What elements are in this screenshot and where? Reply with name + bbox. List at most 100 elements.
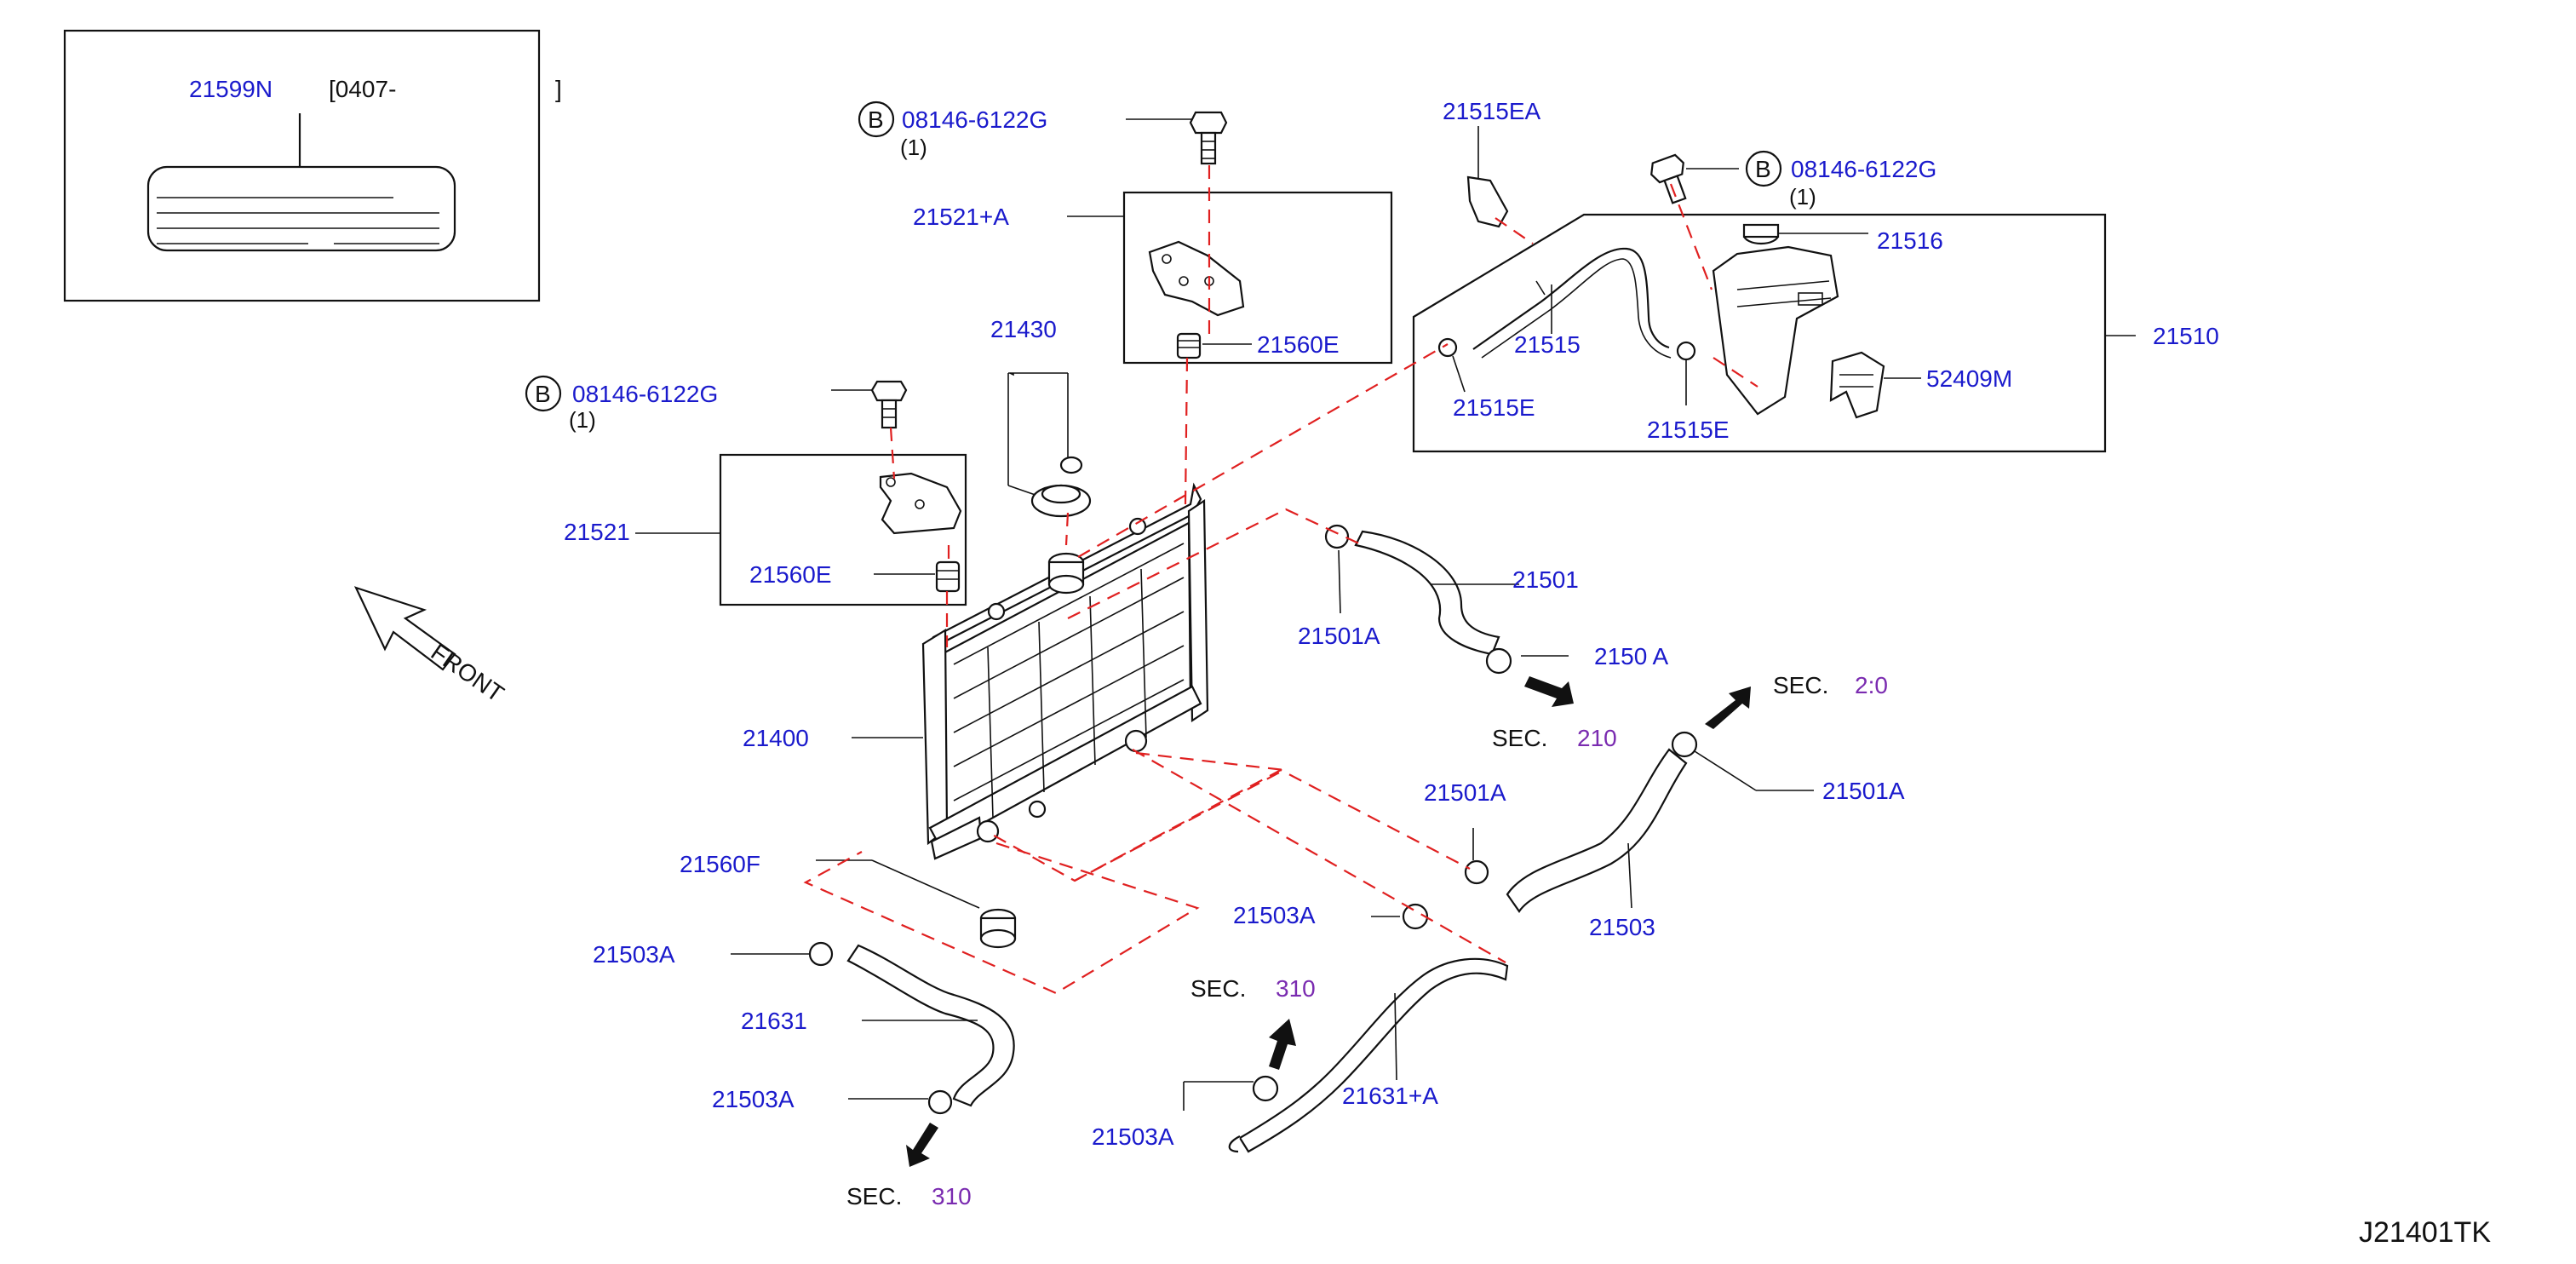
bolt-callout-top: B 08146-6122G (1) (858, 101, 1228, 165)
section-prefix: SEC. (1190, 975, 1246, 1002)
bolt-icon (1189, 111, 1228, 165)
hose-clamp-icon (1485, 647, 1512, 675)
upper-hose-icon (1354, 530, 1500, 656)
part-label-21631[interactable]: 21631 (741, 1008, 807, 1034)
radiator-outlet-icon (1124, 729, 1148, 753)
part-label-21560e-top[interactable]: 21560E (1257, 331, 1340, 358)
part-label-21430[interactable]: 21430 (990, 316, 1057, 342)
part-label-21400[interactable]: 21400 (743, 725, 809, 751)
bracket-21521-frame (719, 453, 967, 606)
section-number[interactable]: 210 (1577, 725, 1617, 751)
hose-21631a-group: 21503A 21631+A 21503A SEC. 310 (1092, 902, 1509, 1153)
section-prefix: SEC. (1773, 672, 1828, 698)
hose-clamp-icon (1252, 1075, 1279, 1102)
hose-clamp-icon (927, 1089, 953, 1115)
part-label-21501a-mid[interactable]: 21501A (1424, 779, 1506, 806)
hose-21631a-icon (1238, 957, 1509, 1153)
bolt-marker-circle (1745, 150, 1782, 187)
hose-clamp-icon (1402, 903, 1429, 930)
radiator-fitting-icon (987, 602, 1006, 621)
bolt-part-number[interactable]: 08146-6122G (902, 106, 1047, 133)
section-ref-210-a[interactable]: SEC. 210 (1492, 725, 1617, 751)
lower-right-hose-group: SEC. 2:0 21501A 21501A 21503 (1424, 672, 1905, 940)
radiator-fitting-icon (1128, 517, 1147, 536)
bracket-21521-group: 21521 21560E (564, 453, 967, 606)
hose-clamp-icon (808, 941, 834, 967)
hose-clamp-icon (1464, 859, 1489, 885)
hose-clamp-icon (1437, 337, 1458, 358)
bolt-part-number[interactable]: 08146-6122G (572, 381, 718, 407)
part-label-21516[interactable]: 21516 (1877, 227, 1943, 254)
part-label-21521[interactable]: 21521 (564, 519, 630, 545)
part-label-21515[interactable]: 21515 (1514, 331, 1581, 358)
hose-21631-icon (846, 944, 1015, 1107)
part-label-21560f[interactable]: 21560F (680, 851, 760, 877)
part-label-52409m[interactable]: 52409M (1926, 365, 2012, 392)
bolt-icon (1650, 153, 1687, 204)
reservoir-group: 21510 B 08146-6122G (1) 21515EA 21516 (1412, 98, 2219, 453)
part-label-21515e-left[interactable]: 21515E (1453, 394, 1535, 421)
label-plate-date-end: ] (555, 76, 562, 102)
bracket-icon (1148, 240, 1245, 317)
section-arrow-icon (1524, 676, 1574, 707)
bolt-icon (870, 380, 908, 429)
front-direction-arrow: FRONT (353, 586, 509, 708)
bolt-marker-letter: B (1755, 156, 1771, 182)
bracket-21521a-group: 21521+A 21560E (913, 191, 1393, 365)
lower-hose-icon (1506, 748, 1688, 913)
part-label-21503a-1[interactable]: 21503A (593, 941, 675, 968)
bolt-marker-circle (858, 101, 895, 138)
part-label-21501a-left[interactable]: 21501A (1298, 623, 1380, 649)
front-label: FRONT (427, 639, 509, 708)
bolt-marker-letter: B (868, 106, 884, 133)
part-label-21501a-fragment[interactable]: 2150 A (1594, 643, 1669, 669)
mount-21560f-group: 21560F (680, 851, 1017, 949)
part-label-21503a-3[interactable]: 21503A (1233, 902, 1316, 928)
radiator-core (921, 482, 1209, 860)
radiator-fins (953, 543, 1185, 819)
part-label-21521a[interactable]: 21521+A (913, 204, 1009, 230)
section-number[interactable]: 310 (1276, 975, 1316, 1002)
reservoir-group-frame (1412, 213, 2107, 453)
part-label-21560e[interactable]: 21560E (749, 561, 832, 588)
reservoir-tank-icon (1712, 245, 1839, 416)
section-prefix: SEC. (846, 1183, 902, 1209)
part-label-21503a-4[interactable]: 21503A (1092, 1123, 1174, 1150)
section-number[interactable]: 310 (932, 1183, 972, 1209)
label-plate-icon (146, 165, 456, 252)
section-arrow-icon (1705, 687, 1751, 729)
part-label-21510[interactable]: 21510 (2153, 323, 2219, 349)
part-label-21631a[interactable]: 21631+A (1342, 1083, 1438, 1109)
label-plate-part-number[interactable]: 21599N (189, 76, 273, 102)
diagram-code: J21401TK (2359, 1216, 2491, 1249)
bolt-marker-circle (525, 375, 562, 412)
label-plate-frame (63, 29, 541, 302)
bolt-quantity: (1) (1789, 184, 1816, 210)
section-ref-310-a[interactable]: SEC. 310 (846, 1183, 972, 1209)
radiator-cap-icon (1030, 484, 1092, 518)
rubber-mount-icon (979, 908, 1017, 949)
part-label-21515ea[interactable]: 21515EA (1443, 98, 1541, 124)
reference-lines (803, 165, 1758, 995)
section-ref-310-b[interactable]: SEC. 310 (1190, 975, 1316, 1002)
part-label-21501[interactable]: 21501 (1512, 566, 1579, 593)
section-ref-210-b[interactable]: SEC. 2:0 (1773, 672, 1888, 698)
reservoir-cap-icon (1742, 223, 1780, 245)
part-label-21501a-right[interactable]: 21501A (1822, 778, 1905, 804)
section-number[interactable]: 2:0 (1855, 672, 1888, 698)
part-label-21515e-right[interactable]: 21515E (1647, 417, 1730, 443)
bolt-quantity: (1) (569, 407, 596, 433)
bracket-icon (879, 472, 962, 535)
radiator-drain-icon (976, 819, 1000, 843)
part-label-21503a-2[interactable]: 21503A (712, 1086, 795, 1112)
part-label-21503[interactable]: 21503 (1589, 914, 1655, 940)
hose-21631-group: 21503A 21631 21503A SEC. 310 (593, 941, 1015, 1209)
overflow-hose-icon (1472, 247, 1672, 359)
bolt-part-number[interactable]: 08146-6122G (1791, 156, 1936, 182)
reservoir-bracket-icon (1829, 351, 1885, 419)
bolt-marker-letter: B (535, 381, 551, 407)
label-plate-date-range: [0407- (329, 76, 396, 102)
seal-ring-icon (1059, 456, 1083, 474)
hose-clamp-icon (1676, 341, 1696, 361)
